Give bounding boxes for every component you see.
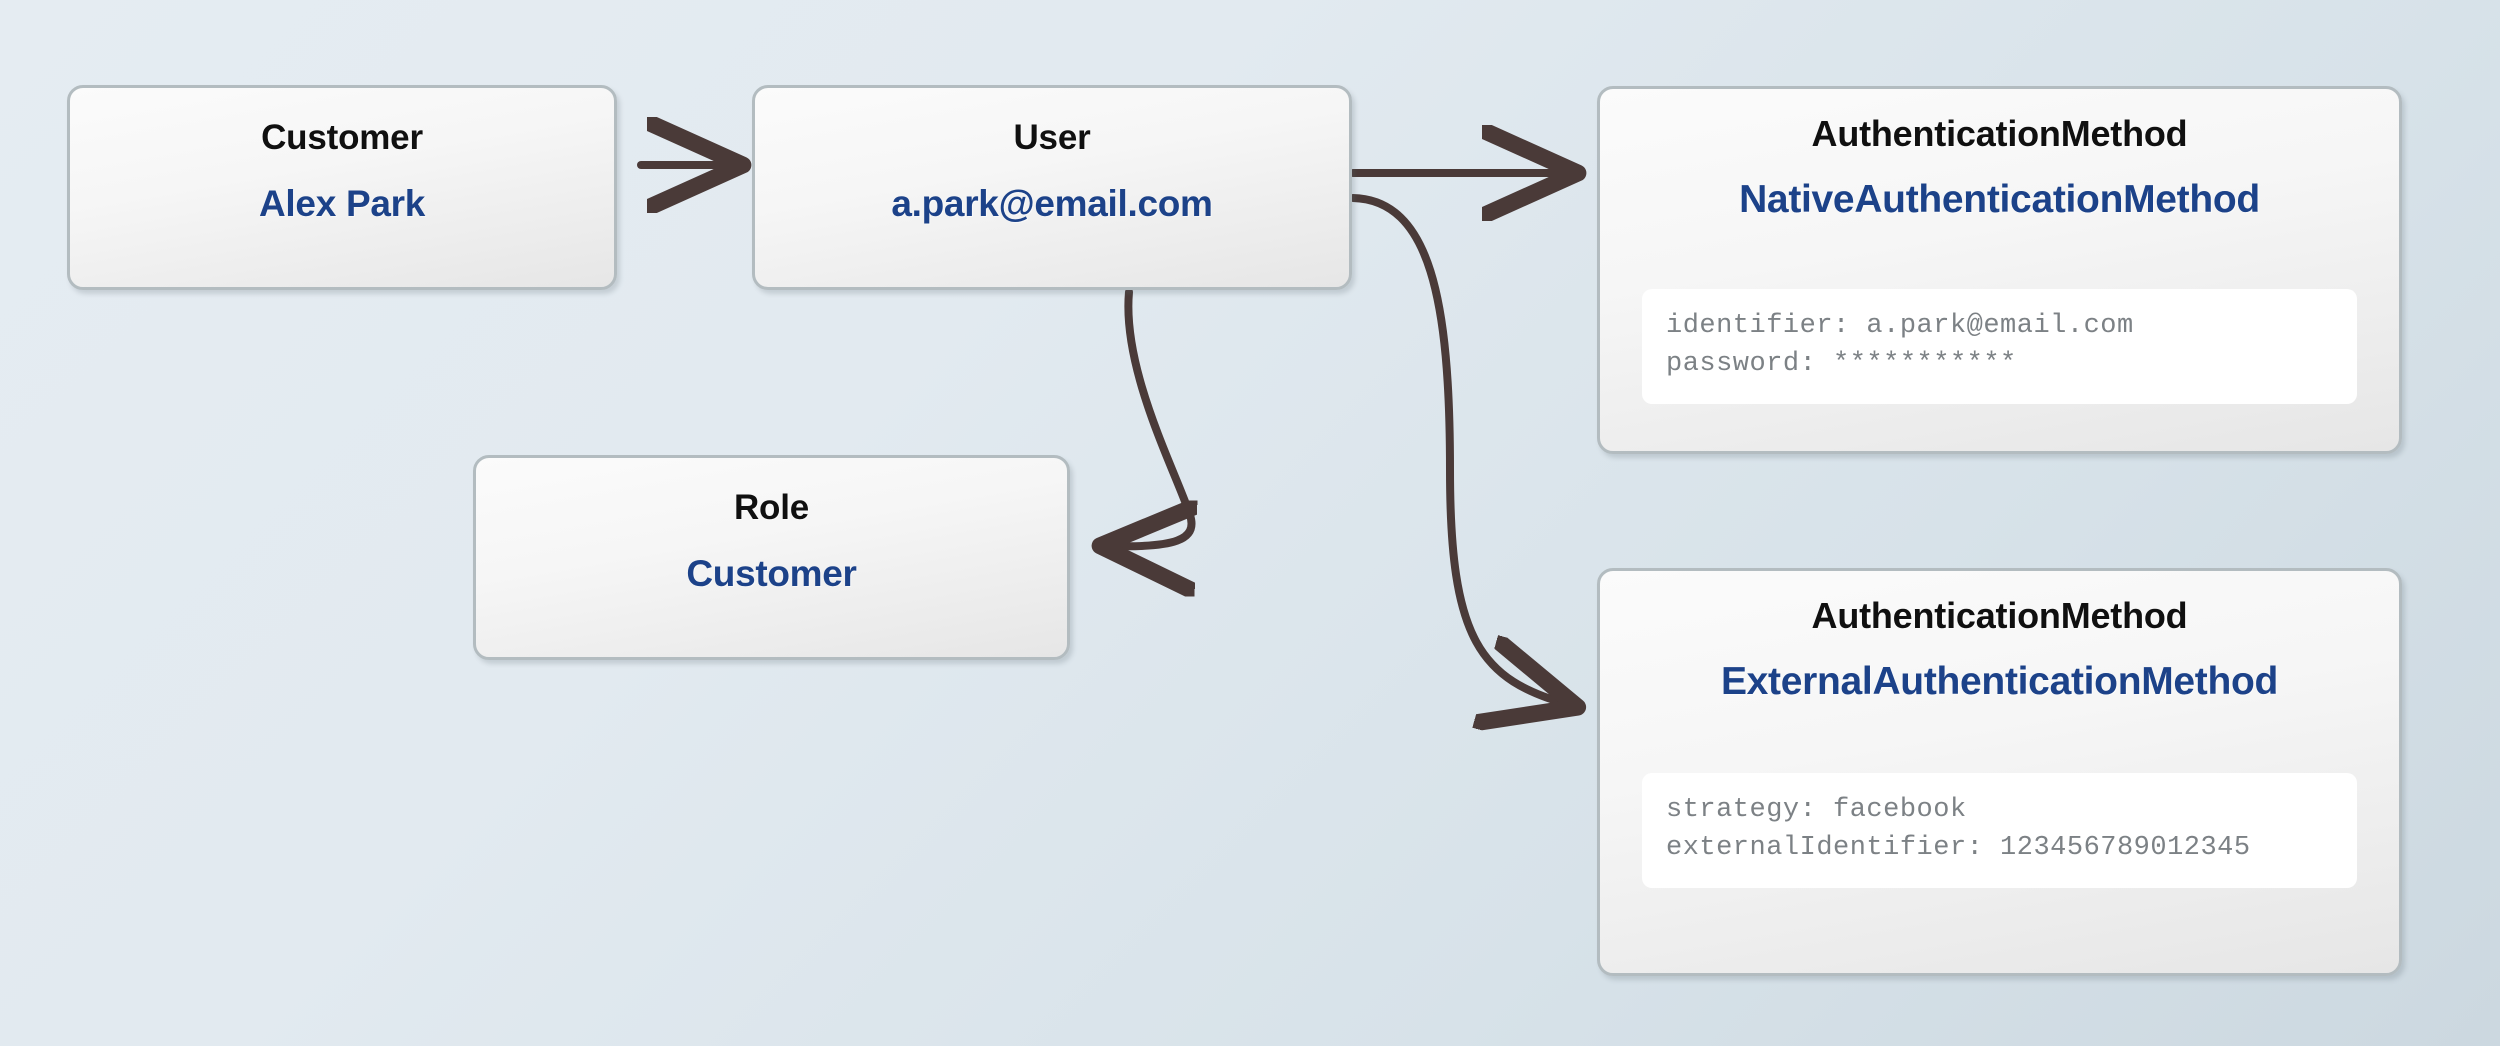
node-title: Customer [261,118,423,157]
node-title: User [1013,118,1091,157]
node-value: a.park@email.com [891,183,1213,224]
node-card-native-authentication-method[interactable]: AuthenticationMethod NativeAuthenticatio… [1597,86,2402,454]
node-detail-panel: identifier: a.park@email.com password: *… [1642,289,2357,404]
detail-line: identifier: a.park@email.com [1666,311,2134,341]
node-title: AuthenticationMethod [1811,595,2188,636]
node-card-role[interactable]: Role Customer [473,455,1070,660]
detail-line: strategy: facebook [1666,795,1967,825]
node-value: Customer [686,553,857,594]
node-value: Alex Park [259,183,425,224]
arrow-user-to-role [1108,288,1192,546]
node-title: Role [733,488,810,527]
node-title: AuthenticationMethod [1811,113,2188,154]
node-value: NativeAuthenticationMethod [1739,178,2260,221]
detail-line: password: *********** [1666,349,2017,380]
node-value: ExternalAuthenticationMethod [1720,660,2279,703]
node-detail-panel: strategy: facebook externalIdentifier: 1… [1642,773,2357,888]
node-card-user[interactable]: User a.park@email.com [752,85,1352,290]
arrow-user-to-external [1349,194,1570,705]
node-card-external-authentication-method[interactable]: AuthenticationMethod ExternalAuthenticat… [1597,568,2402,976]
detail-line: externalIdentifier: 123456789012345 [1666,833,2251,864]
node-card-customer[interactable]: Customer Alex Park [67,85,617,290]
